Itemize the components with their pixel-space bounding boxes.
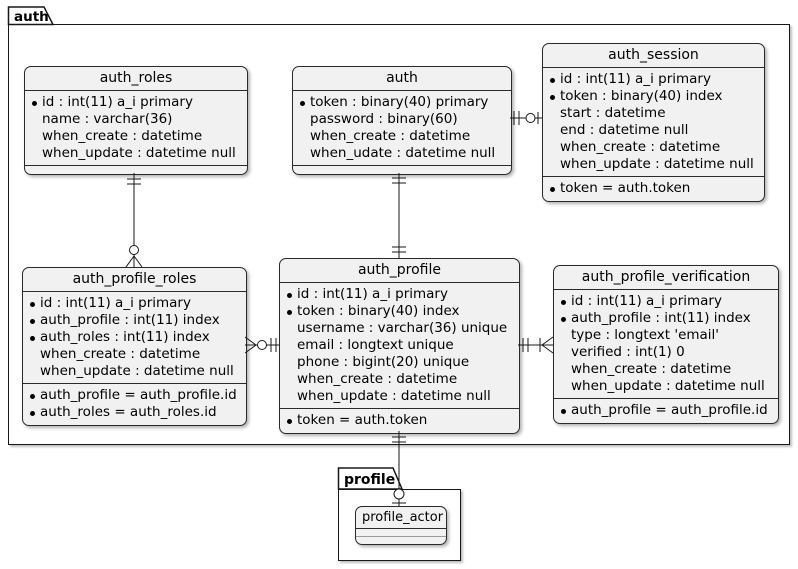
field-row-keyed: auth_profile : int(11) index	[27, 312, 241, 329]
table-footer	[293, 165, 511, 174]
field-row-keyed: auth_profile = auth_profile.id	[27, 387, 241, 404]
field-row: password : binary(60)	[310, 111, 458, 127]
field-row: when_update : datetime null	[40, 363, 234, 379]
empty-section	[356, 529, 446, 536]
field-row: username : varchar(36) unique	[297, 320, 508, 336]
field-row: email : longtext unique	[297, 337, 454, 353]
package-profile-tab: profile	[337, 467, 404, 490]
field-row: when_update : datetime null	[560, 156, 754, 172]
table-footer: auth_profile = auth_profile.id	[554, 398, 778, 423]
field-row-keyed: auth_profile : int(11) index	[558, 310, 773, 327]
field-row: when_create : datetime	[571, 361, 732, 377]
field-row: when_update : datetime null	[297, 388, 491, 404]
table-auth_profile_roles: auth_profile_roles id : int(11) a_i prim…	[22, 267, 247, 426]
field-row: when_create : datetime	[310, 128, 471, 144]
field-row-keyed: token : binary(40) primary	[297, 94, 506, 111]
field-row: type : longtext 'email'	[571, 327, 720, 343]
field-row: phone : bigint(20) unique	[297, 354, 470, 370]
table-footer	[25, 165, 247, 174]
field-row: when_create : datetime	[560, 139, 721, 155]
empty-section	[356, 536, 446, 544]
field-row-keyed: token : binary(40) index	[547, 88, 759, 105]
field-row-keyed: id : int(11) a_i primary	[284, 286, 514, 303]
field-row: when_update : datetime null	[571, 378, 765, 394]
field-row-keyed: auth_roles : int(11) index	[27, 329, 241, 346]
package-auth-tab: auth	[7, 6, 55, 26]
field-row-keyed: token = auth.token	[547, 180, 759, 197]
field-row: when_create : datetime	[40, 346, 201, 362]
field-row-keyed: id : int(11) a_i primary	[558, 293, 773, 310]
field-row-keyed: id : int(11) a_i primary	[547, 71, 759, 88]
package-profile-label: profile	[344, 472, 395, 488]
table-title: profile_actor	[356, 507, 446, 529]
field-row: when_update : datetime null	[42, 145, 236, 161]
table-auth_profile_verification: auth_profile_verification id : int(11) a…	[553, 265, 779, 424]
field-row-keyed: auth_profile = auth_profile.id	[558, 402, 773, 419]
table-title: auth_profile_roles	[23, 268, 246, 292]
field-row-keyed: auth_roles = auth_roles.id	[27, 404, 241, 421]
table-footer: token = auth.token	[280, 408, 519, 433]
field-row-keyed: token = auth.token	[284, 412, 514, 429]
package-auth-label: auth	[14, 9, 49, 25]
field-row: when_create : datetime	[42, 128, 203, 144]
table-title: auth	[293, 67, 511, 91]
field-row: end : datetime null	[560, 122, 689, 138]
table-title: auth_session	[543, 44, 764, 68]
field-row-keyed: token : binary(40) index	[284, 303, 514, 320]
field-row-keyed: id : int(11) a_i primary	[27, 295, 241, 312]
table-title: auth_profile	[280, 259, 519, 283]
field-row: start : datetime	[560, 105, 666, 121]
field-row: name : varchar(36)	[42, 111, 173, 127]
table-profile_actor: profile_actor	[355, 506, 447, 545]
table-title: auth_roles	[25, 67, 247, 91]
field-row: when_udate : datetime null	[310, 145, 496, 161]
field-row-keyed: id : int(11) a_i primary	[29, 94, 242, 111]
field-row: verified : int(1) 0	[571, 344, 685, 360]
table-footer: token = auth.token	[543, 176, 764, 201]
field-row: when_create : datetime	[297, 371, 458, 387]
table-title: auth_profile_verification	[554, 266, 778, 290]
